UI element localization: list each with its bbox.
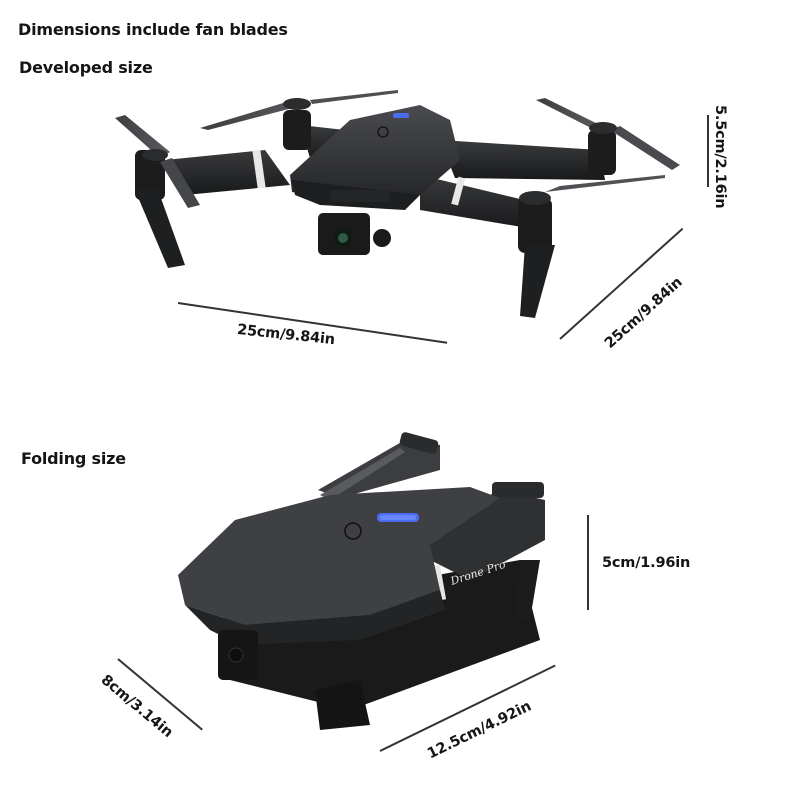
indicator-light-icon xyxy=(393,113,409,118)
folded-height-line xyxy=(587,515,589,610)
folded-height-label: 5cm/1.96in xyxy=(602,555,691,571)
developed-size-heading: Developed size xyxy=(19,58,153,77)
folded-power-icon xyxy=(344,522,362,540)
dimensions-note: Dimensions include fan blades xyxy=(18,20,288,39)
power-icon xyxy=(377,126,389,138)
developed-height-line xyxy=(707,115,709,187)
folding-size-heading: Folding size xyxy=(21,449,126,468)
